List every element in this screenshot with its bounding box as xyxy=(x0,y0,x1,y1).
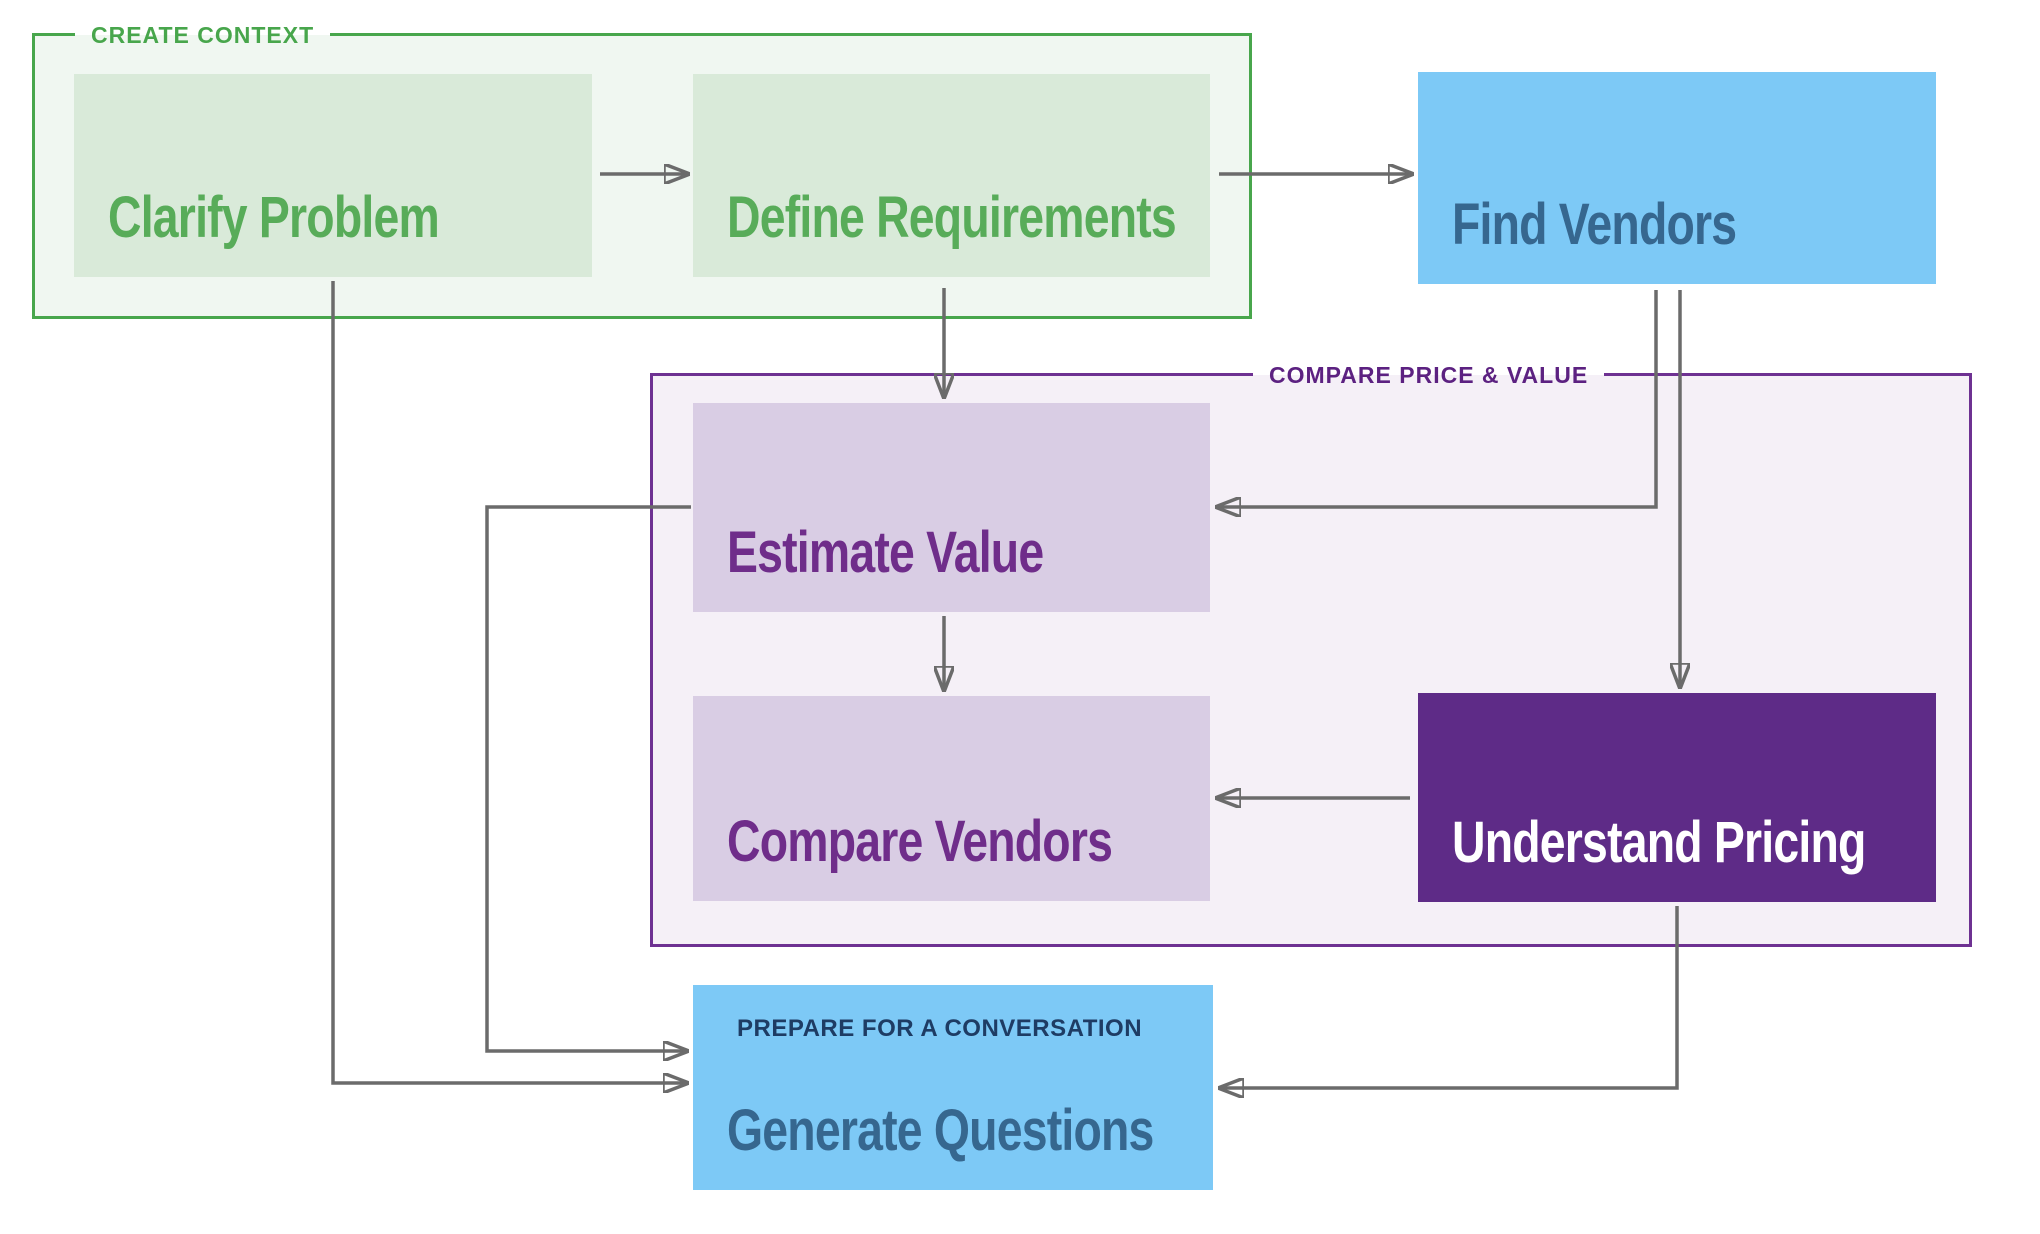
node-understand-pricing-label: Understand Pricing xyxy=(1452,810,1866,875)
node-find-vendors: Find Vendors xyxy=(1418,72,1936,284)
node-clarify-problem: Clarify Problem xyxy=(74,74,592,277)
edge-clarify-to-generate-questions xyxy=(331,281,688,1083)
group-compare-price-value-label: COMPARE PRICE & VALUE xyxy=(1253,360,1605,390)
node-find-vendors-label: Find Vendors xyxy=(1452,192,1737,257)
node-estimate-value-label: Estimate Value xyxy=(727,520,1044,585)
node-define-requirements: Define Requirements xyxy=(693,74,1210,277)
node-clarify-problem-label: Clarify Problem xyxy=(108,185,440,250)
group-create-context-label: CREATE CONTEXT xyxy=(75,20,331,50)
node-generate-questions-sublabel: PREPARE FOR A CONVERSATION xyxy=(737,1015,1143,1042)
node-understand-pricing: Understand Pricing xyxy=(1418,693,1936,902)
node-generate-questions-label: Generate Questions xyxy=(727,1098,1154,1163)
node-compare-vendors: Compare Vendors xyxy=(693,696,1210,901)
node-compare-vendors-label: Compare Vendors xyxy=(727,809,1113,874)
node-define-requirements-label: Define Requirements xyxy=(727,185,1177,250)
node-generate-questions: PREPARE FOR A CONVERSATION Generate Ques… xyxy=(693,985,1213,1190)
node-estimate-value: Estimate Value xyxy=(693,403,1210,612)
